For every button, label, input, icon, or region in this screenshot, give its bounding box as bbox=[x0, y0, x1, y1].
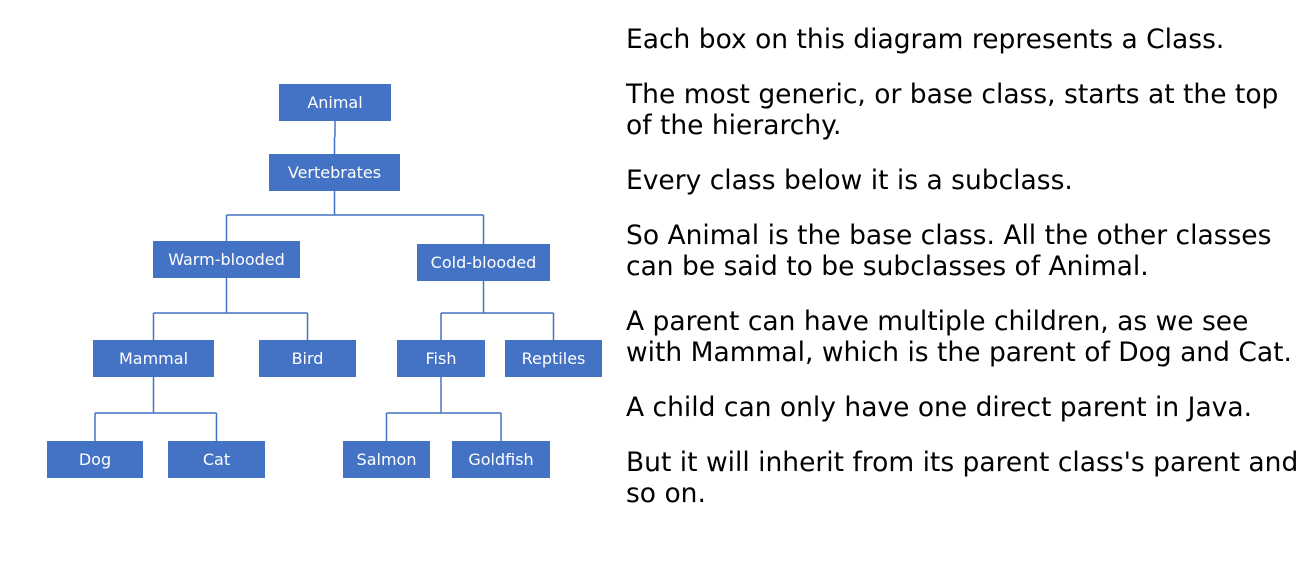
class-box bbox=[269, 154, 400, 191]
note-paragraph: Every class below it is a subclass. bbox=[626, 165, 1073, 196]
class-label: Salmon bbox=[357, 450, 417, 469]
class-box bbox=[168, 441, 265, 478]
class-label: Reptiles bbox=[522, 349, 586, 368]
note-paragraph: A child can only have one direct parent … bbox=[626, 392, 1253, 423]
class-label: Cat bbox=[203, 450, 230, 469]
class-node-animal: Animal bbox=[279, 84, 391, 121]
class-label: Dog bbox=[79, 450, 111, 469]
class-box bbox=[417, 244, 550, 281]
class-box bbox=[343, 441, 430, 478]
class-box bbox=[47, 441, 143, 478]
class-node-cold-blooded: Cold-blooded bbox=[417, 244, 550, 281]
class-node-vertebrates: Vertebrates bbox=[269, 154, 400, 191]
class-node-mammal: Mammal bbox=[93, 340, 214, 377]
class-label: Vertebrates bbox=[288, 163, 381, 182]
class-node-cat: Cat bbox=[168, 441, 265, 478]
explanation-text: Each box on this diagram represents a Cl… bbox=[626, 24, 1302, 533]
note-paragraph: But it will inherit from its parent clas… bbox=[626, 447, 1299, 509]
class-node-dog: Dog bbox=[47, 441, 143, 478]
note-paragraph: Each box on this diagram represents a Cl… bbox=[626, 24, 1225, 55]
class-box bbox=[279, 84, 391, 121]
connector-lines bbox=[94, 121, 555, 441]
class-box bbox=[93, 340, 214, 377]
class-node-fish: Fish bbox=[397, 340, 485, 377]
note-paragraph: A parent can have multiple children, as … bbox=[626, 306, 1292, 368]
class-node-warm-blooded: Warm-blooded bbox=[153, 241, 300, 278]
class-box bbox=[505, 340, 602, 377]
class-node-salmon: Salmon bbox=[343, 441, 430, 478]
class-box bbox=[259, 340, 356, 377]
class-box bbox=[153, 241, 300, 278]
class-label: Mammal bbox=[119, 349, 188, 368]
class-label: Goldfish bbox=[468, 450, 533, 469]
class-box bbox=[452, 441, 550, 478]
class-label: Cold-blooded bbox=[431, 253, 537, 272]
class-box bbox=[397, 340, 485, 377]
class-label: Animal bbox=[307, 93, 362, 112]
class-label: Warm-blooded bbox=[168, 250, 285, 269]
class-label: Fish bbox=[426, 349, 457, 368]
class-node-reptiles: Reptiles bbox=[505, 340, 602, 377]
class-label: Bird bbox=[292, 349, 324, 368]
class-node-goldfish: Goldfish bbox=[452, 441, 550, 478]
class-node-bird: Bird bbox=[259, 340, 356, 377]
note-paragraph: The most generic, or base class, starts … bbox=[626, 79, 1279, 141]
note-paragraph: So Animal is the base class. All the oth… bbox=[626, 220, 1272, 282]
